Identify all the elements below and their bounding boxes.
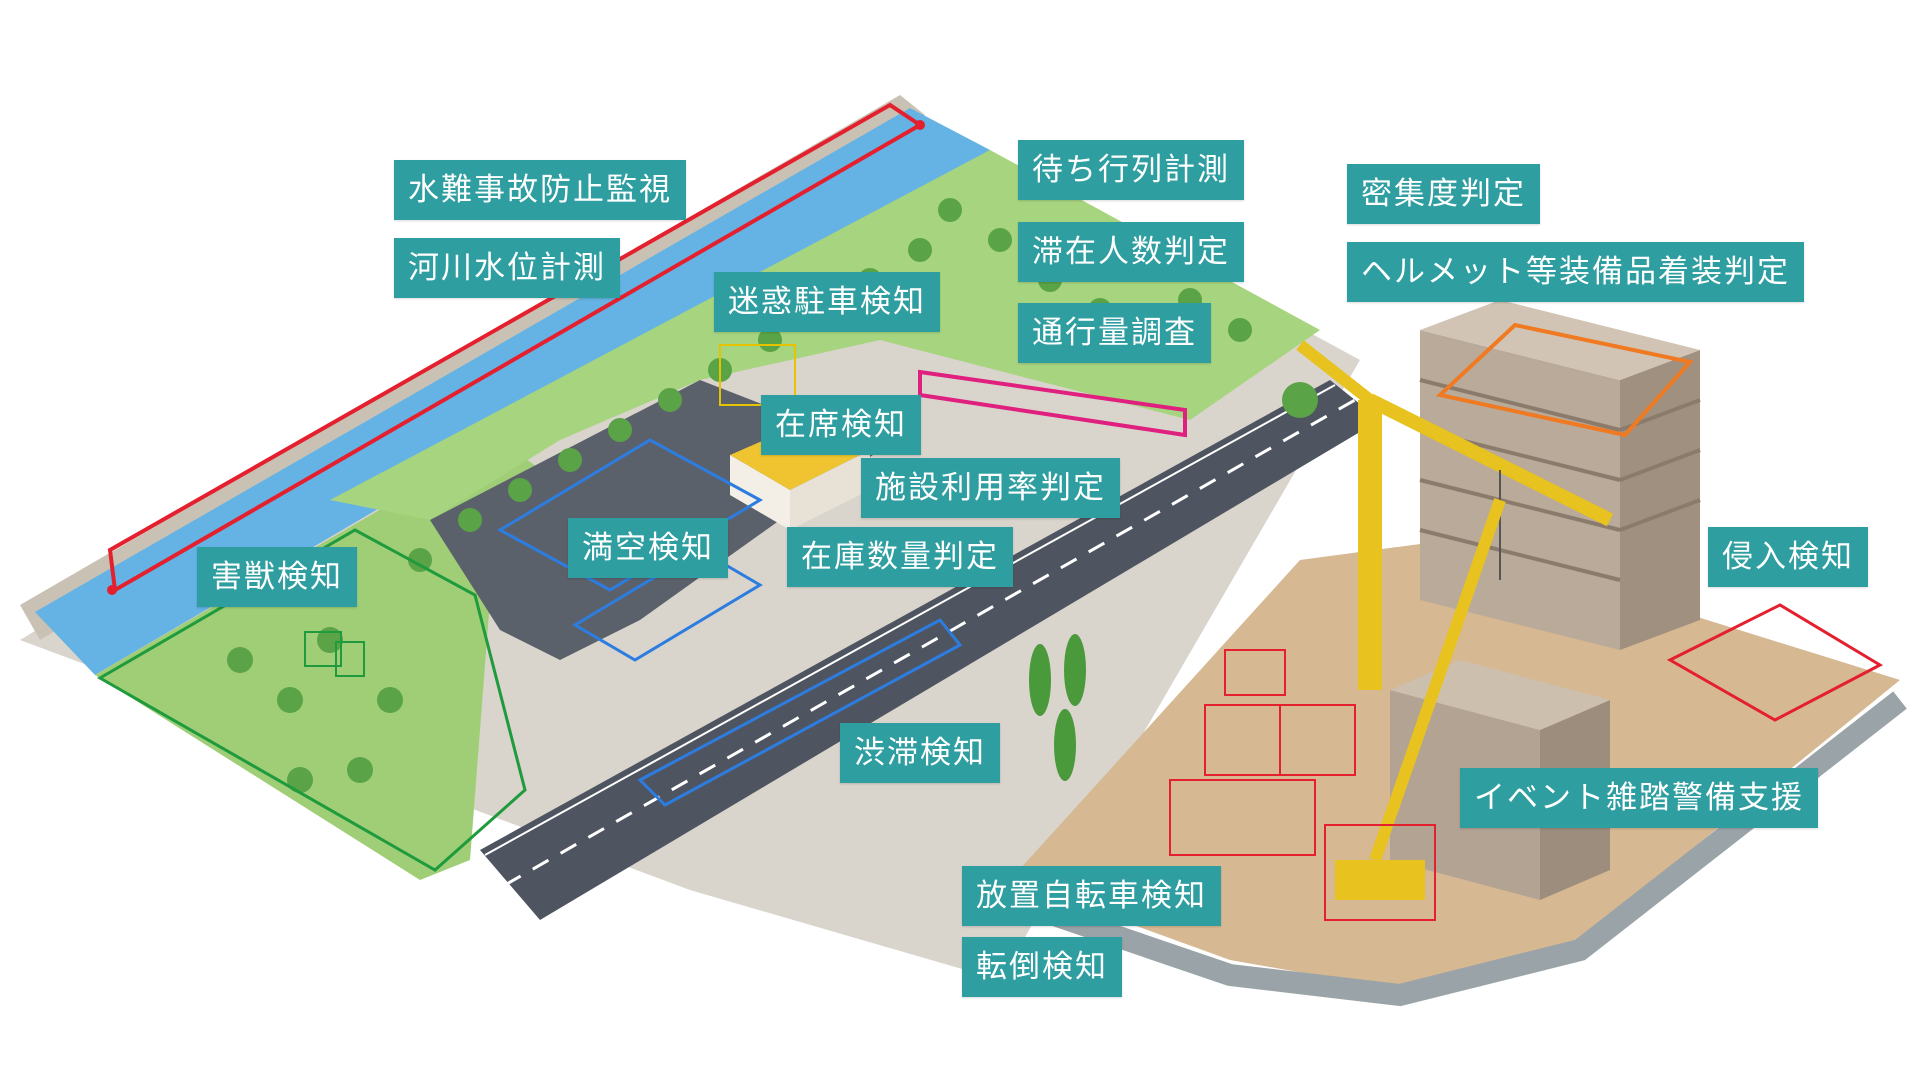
detection-roof-zone <box>1435 322 1694 438</box>
label-abandoned-bicycle: 放置自転車検知 <box>962 866 1221 926</box>
label-crowd-security: イベント雑踏警備支援 <box>1460 768 1818 828</box>
building-low-roof <box>1390 660 1610 730</box>
detection-vehicle-box <box>719 344 796 406</box>
label-stay-count: 滞在人数判定 <box>1018 222 1244 282</box>
building-tall-side <box>1620 350 1700 650</box>
detection-point <box>107 585 117 595</box>
mobile-crane-truck <box>1335 860 1425 900</box>
store-side <box>790 450 870 530</box>
detection-intrusion-zone <box>1666 603 1884 722</box>
detection-queue-zone <box>918 369 1187 438</box>
tower-crane <box>1296 340 1614 690</box>
label-density: 密集度判定 <box>1347 164 1540 224</box>
highway-edge-line <box>484 384 1336 856</box>
label-animal-detection: 害獣検知 <box>197 547 357 607</box>
detection-vehicle-box <box>1279 704 1356 776</box>
label-congestion-detection: 渋滞検知 <box>840 723 1000 783</box>
label-illegal-parking-detection: 迷惑駐車検知 <box>714 272 940 332</box>
store-front <box>730 455 790 530</box>
label-parking-occupancy: 満空検知 <box>568 518 728 578</box>
detection-vehicle-box <box>1169 779 1316 856</box>
detection-deer-box <box>335 641 365 677</box>
building-tall-roof <box>1420 300 1700 380</box>
detection-deer-box <box>304 631 342 667</box>
mobile-crane-arm <box>1369 498 1506 862</box>
river <box>35 108 990 675</box>
label-helmet-equipment: ヘルメット等装備品着装判定 <box>1347 242 1804 302</box>
poplar-trees <box>1029 634 1086 781</box>
label-river-level-measurement: 河川水位計測 <box>394 238 620 298</box>
detection-vehicle-box <box>1224 649 1286 696</box>
label-facility-usage: 施設利用率判定 <box>861 458 1120 518</box>
label-queue-measurement: 待ち行列計測 <box>1018 140 1244 200</box>
label-intrusion-detection: 侵入検知 <box>1708 527 1868 587</box>
label-water-accident-monitoring: 水難事故防止監視 <box>394 160 686 220</box>
label-fall-detection: 転倒検知 <box>962 937 1122 997</box>
label-seat-detection: 在席検知 <box>761 395 921 455</box>
building-tall-front <box>1420 330 1620 650</box>
construction-fence <box>1006 691 1907 1007</box>
highway-centerline <box>504 398 1356 887</box>
detection-point <box>915 120 925 130</box>
detection-congestion-zone <box>637 618 963 807</box>
label-traffic-volume: 通行量調査 <box>1018 303 1211 363</box>
detection-vehicle-box <box>1324 824 1436 921</box>
label-stock-count: 在庫数量判定 <box>787 527 1013 587</box>
